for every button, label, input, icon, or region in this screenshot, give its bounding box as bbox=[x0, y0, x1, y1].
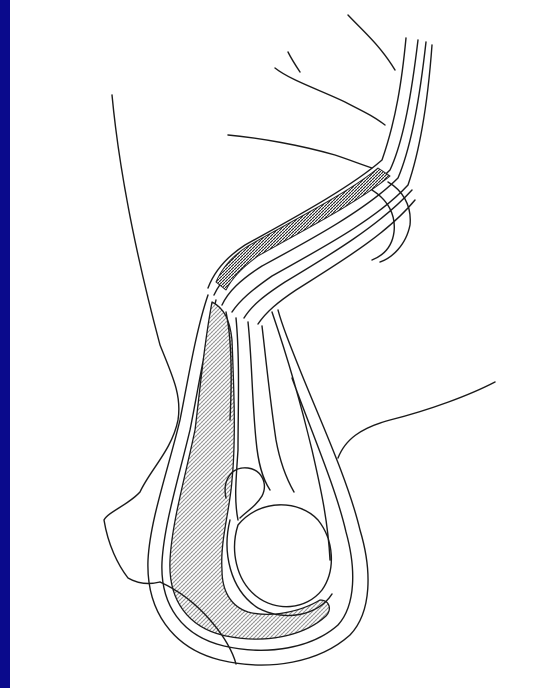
canal-line-2 bbox=[222, 42, 426, 305]
abdomen-curve-2 bbox=[275, 68, 385, 125]
cord-covering-1 bbox=[236, 318, 239, 520]
abdomen-curve-1 bbox=[348, 15, 395, 70]
testis bbox=[235, 505, 332, 607]
cord-covering-2 bbox=[248, 322, 270, 490]
abdomen-curve-4 bbox=[228, 135, 372, 168]
outer-sac bbox=[148, 295, 368, 665]
body-outline-right bbox=[338, 382, 495, 458]
body-outline-left bbox=[104, 95, 179, 583]
canal-line-3 bbox=[232, 45, 432, 312]
tunica bbox=[227, 520, 332, 616]
cord-covering-4 bbox=[272, 312, 330, 560]
deep-ring bbox=[380, 182, 410, 262]
canal-line-4 bbox=[208, 38, 406, 288]
canal-line-6 bbox=[258, 200, 415, 324]
abdomen-curve-3 bbox=[288, 52, 300, 72]
cord-covering-3 bbox=[262, 326, 294, 492]
